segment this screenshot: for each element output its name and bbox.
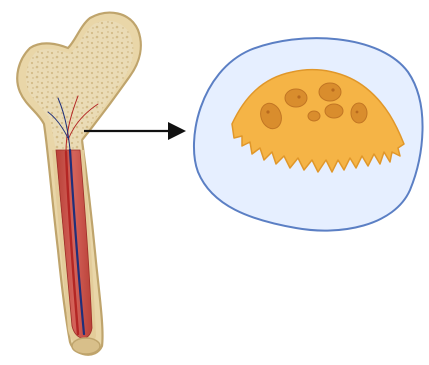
osteoclast-illustration xyxy=(194,38,423,230)
arrow-head xyxy=(168,122,186,140)
nucleolus-3 xyxy=(331,88,334,91)
connector-arrow xyxy=(84,122,186,140)
cell-nucleus-3 xyxy=(319,83,341,101)
nucleolus-2 xyxy=(297,95,300,98)
cell-nucleus-2 xyxy=(285,89,307,107)
cell-nucleus-4 xyxy=(325,104,343,118)
nucleolus-1 xyxy=(266,110,269,113)
cell-nucleus-6 xyxy=(308,111,320,121)
nucleolus-4 xyxy=(356,111,359,114)
cell-nucleus-5 xyxy=(351,103,367,123)
femur-bone xyxy=(17,13,141,355)
bone-distal-end xyxy=(72,338,100,354)
